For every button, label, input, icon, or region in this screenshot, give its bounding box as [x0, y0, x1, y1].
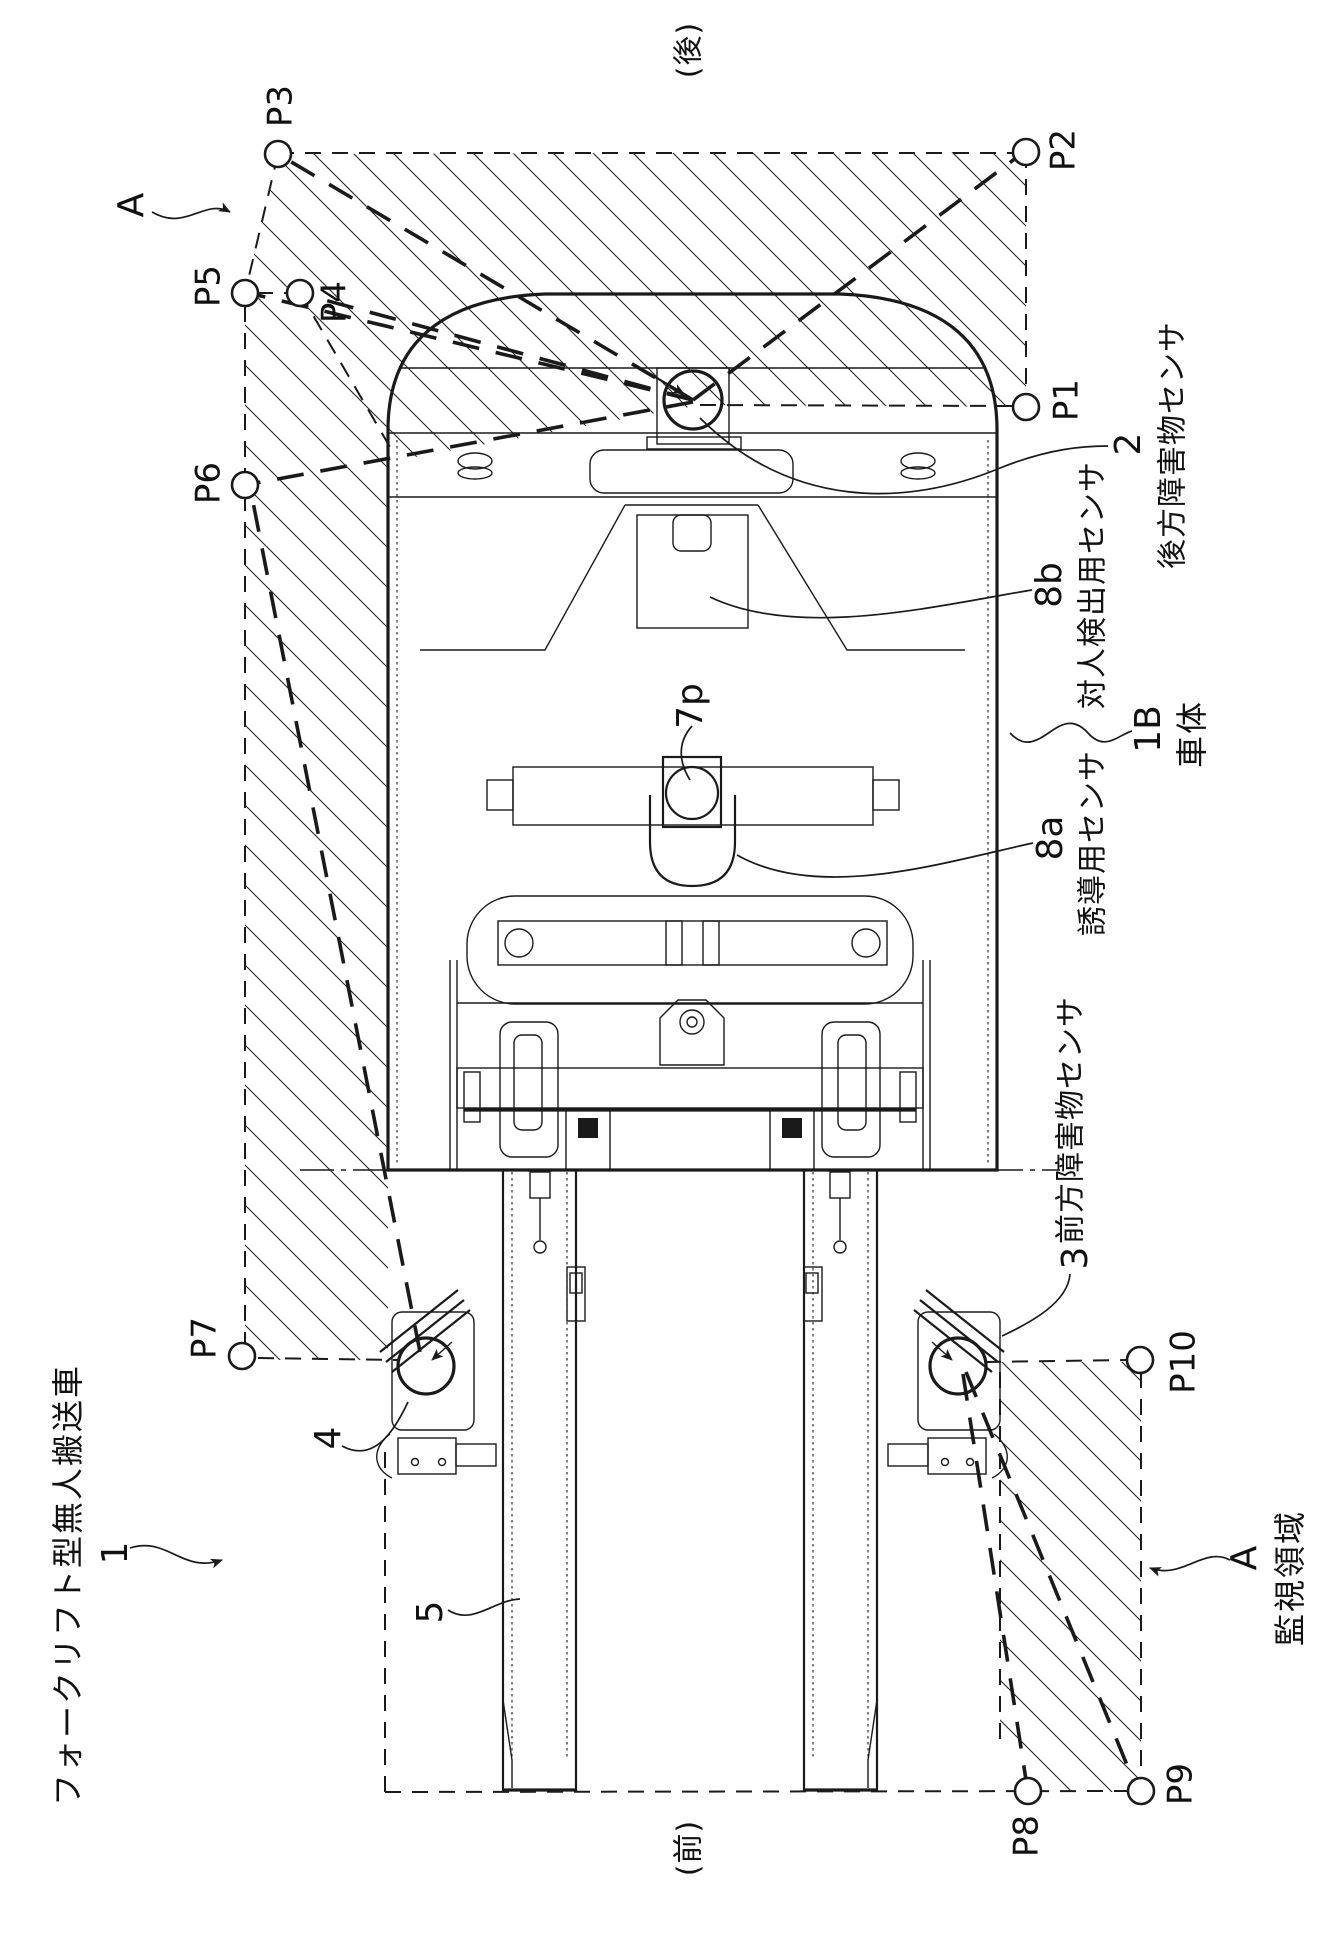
leader-4 — [341, 1401, 409, 1452]
boundary-bottom — [384, 1790, 1128, 1793]
boundary-p3-p5 — [244, 153, 279, 294]
vehicle-ref-label: 1 — [95, 1542, 136, 1565]
area-ref-bottom: A — [1224, 1545, 1265, 1570]
boundary-p7-line — [257, 1357, 399, 1361]
cab-trapezoid — [420, 504, 965, 651]
leader-a-top-arrow — [151, 202, 231, 220]
left-fork — [501, 1168, 586, 1792]
boundary-p4-body — [299, 292, 391, 448]
beam-s4-p6 — [250, 496, 422, 1353]
body-outline — [386, 292, 999, 1172]
point-p6-label: P6 — [189, 462, 229, 504]
point-p8 — [1013, 1776, 1043, 1806]
leader-5 — [447, 1598, 521, 1616]
front-sensor-name-label: 前方障害物センサ — [1054, 996, 1089, 1244]
point-p9 — [1126, 1776, 1156, 1806]
pivot-ref-label: 7p — [670, 683, 711, 729]
beam-s2-p2 — [691, 156, 1018, 402]
vehicle-body — [386, 292, 999, 1172]
point-p1 — [1011, 392, 1041, 422]
pivot-circle-7p — [664, 765, 720, 821]
leader-8b — [709, 589, 1033, 619]
point-p5 — [230, 278, 260, 308]
fork-ref-label: 5 — [410, 1601, 451, 1624]
rear-bolt-left — [457, 452, 493, 480]
sensor-platform — [589, 449, 794, 494]
leader-1-arrow — [129, 1544, 223, 1569]
point-p8-label: P8 — [1007, 1815, 1047, 1857]
front-left-sensor-4 — [376, 1289, 497, 1479]
point-p4 — [285, 278, 315, 308]
beam-s2-p5 — [256, 293, 694, 402]
mast-carriage — [449, 960, 931, 1171]
point-p3 — [263, 139, 293, 169]
vehicle-title-label: フォークリフト型無人搬送車 — [49, 1364, 87, 1806]
area-ref-top: A — [111, 192, 152, 217]
leader-lines — [129, 202, 1231, 1616]
rear-obstacle-sensor — [646, 367, 742, 450]
point-p6 — [230, 470, 260, 500]
leader-a-bottom-arrow — [1149, 1555, 1231, 1577]
guidance-sensor-8a-housing — [648, 795, 737, 888]
left-front-sensor-ref-label: 4 — [308, 1427, 349, 1450]
point-p1-label: P1 — [1047, 379, 1087, 421]
hatch-region-rear-left — [245, 152, 1026, 1360]
point-p10-label: P10 — [1164, 1330, 1204, 1394]
beam-s3-p9 — [964, 1371, 1136, 1783]
labels: (後) (前) P1 P2 P3 P4 P5 P6 P7 P8 P9 P10 A… — [49, 22, 1309, 1876]
point-p2 — [1011, 137, 1041, 167]
point-p9-label: P9 — [1161, 1763, 1201, 1805]
body-name-label: 車体 — [1173, 700, 1211, 768]
orientation-front-label: (前) — [672, 1820, 707, 1876]
beam-s2-p3 — [287, 158, 694, 402]
point-p7-label: P7 — [185, 1317, 225, 1359]
rear-sensor-beam-arrow — [649, 373, 685, 395]
drive-guidance-unit — [486, 755, 900, 888]
point-p3-label: P3 — [261, 85, 301, 127]
point-p4-label: P4 — [315, 281, 355, 323]
point-p5-label: P5 — [189, 265, 229, 307]
leader-8a — [736, 842, 1034, 878]
beam-s2-p4 — [309, 294, 694, 402]
person-sensor-name-label: 対人検出用センサ — [1076, 461, 1111, 709]
leader-1b — [1009, 722, 1133, 743]
front-right-sensor-3 — [887, 1289, 1008, 1479]
point-p7 — [227, 1341, 257, 1371]
leader-2 — [699, 417, 1109, 495]
person-sensor-ref-label: 8b — [1029, 562, 1070, 608]
boundary-p10-line — [984, 1359, 1127, 1363]
point-p2-label: P2 — [1044, 129, 1084, 171]
leader-7p — [680, 725, 693, 781]
leader-3 — [1001, 1273, 1071, 1337]
body-ref-label: 1B — [1128, 705, 1169, 753]
orientation-rear-label: (後) — [672, 22, 707, 78]
hatch-region-front-right — [1000, 1362, 1141, 1792]
right-fork — [802, 1168, 879, 1792]
area-name-label: 監視領域 — [1271, 1510, 1309, 1646]
monitoring-area-hatch — [245, 152, 1141, 1792]
handle-loop — [466, 895, 914, 1005]
guide-sensor-name-label: 誘導用センサ — [1076, 750, 1111, 936]
beam-s3-p8 — [961, 1373, 1028, 1781]
forks — [501, 1168, 879, 1792]
guide-sensor-ref-label: 8a — [1030, 816, 1071, 861]
boundary-points — [227, 137, 1156, 1806]
sensor-beam-lines — [250, 156, 1136, 1783]
person-detection-sensor — [636, 514, 749, 629]
beam-s2-p6 — [255, 400, 694, 485]
rear-sensor-ref-label: 2 — [1108, 433, 1149, 456]
point-p10 — [1125, 1345, 1155, 1375]
rear-bolt-right — [900, 452, 936, 480]
rear-sensor-name-label: 後方障害物センサ — [1156, 321, 1191, 569]
front-sensor-ref-label: 3 — [1055, 1247, 1096, 1270]
